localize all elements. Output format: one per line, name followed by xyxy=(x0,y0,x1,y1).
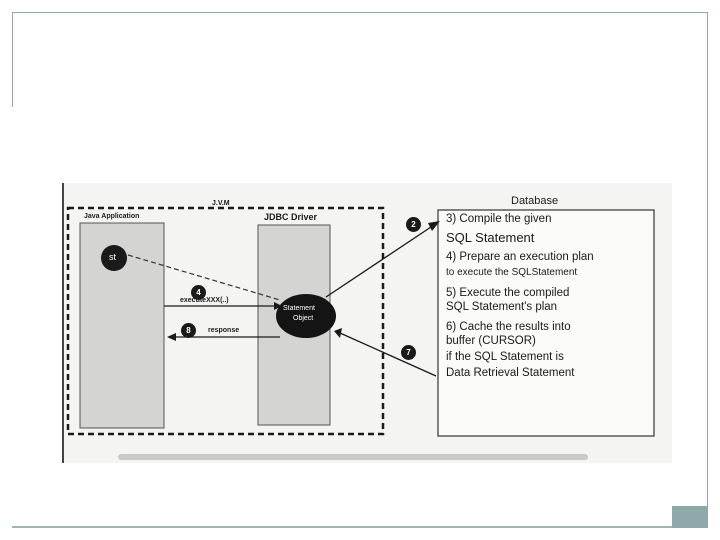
frame-right-border xyxy=(707,12,708,508)
db-step-5-line1: 5) Execute the compiled xyxy=(446,287,570,299)
execute-label: executeXXX(..) xyxy=(180,297,229,304)
slide-corner-accent xyxy=(672,506,708,528)
blurred-caption-strip xyxy=(118,454,588,460)
statement-to-database-line xyxy=(325,224,435,298)
db-step-6-line4: Data Retrieval Statement xyxy=(446,367,575,379)
database-to-statement-arrowhead xyxy=(334,328,342,338)
frame-top-border xyxy=(12,12,708,13)
statement-object-node xyxy=(276,294,336,338)
db-step-5-line2: SQL Statement's plan xyxy=(446,301,558,313)
execute-arrowhead xyxy=(274,302,282,310)
db-step-6-line3: if the SQL Statement is xyxy=(446,351,564,363)
db-step-3-line1: 3) Compile the given xyxy=(446,213,552,225)
frame-left-border xyxy=(12,12,13,107)
java-application-label: Java Application xyxy=(84,213,140,220)
scanned-diagram-image: J.V.M Java Application JDBC Driver Datab… xyxy=(62,183,672,463)
db-step-3-line2: SQL Statement xyxy=(446,230,535,245)
response-label: response xyxy=(208,327,240,334)
db-step-4-line1: 4) Prepare an execution plan xyxy=(446,251,594,263)
db-step-4-line2: to execute the SQLStatement xyxy=(446,267,578,278)
st-node xyxy=(101,245,127,271)
scan-left-edge xyxy=(62,183,64,463)
database-to-statement-line xyxy=(339,332,437,377)
statement-to-database-arrowhead xyxy=(428,221,440,231)
database-title: Database xyxy=(511,195,559,207)
step-4-marker: 4 xyxy=(191,285,206,300)
jdbc-driver-label: JDBC Driver xyxy=(264,212,318,222)
st-to-statement-dashed-line xyxy=(127,254,281,301)
step-7-marker: 7 xyxy=(401,345,416,360)
jvm-label: J.V.M xyxy=(212,200,230,207)
st-label: st xyxy=(109,252,117,262)
frame-bottom-border xyxy=(12,526,672,528)
database-box xyxy=(437,209,655,437)
response-arrowhead xyxy=(167,333,176,341)
statement-object-label-line1: Statement xyxy=(283,305,315,312)
db-step-6-line2: buffer (CURSOR) xyxy=(446,335,536,347)
db-step-6-line1: 6) Cache the results into xyxy=(446,321,571,333)
statement-object-label-line2: Object xyxy=(293,315,314,322)
step-2-marker: 2 xyxy=(406,217,421,232)
step-8-marker: 8 xyxy=(181,323,196,338)
jdbc-architecture-diagram xyxy=(66,206,655,437)
